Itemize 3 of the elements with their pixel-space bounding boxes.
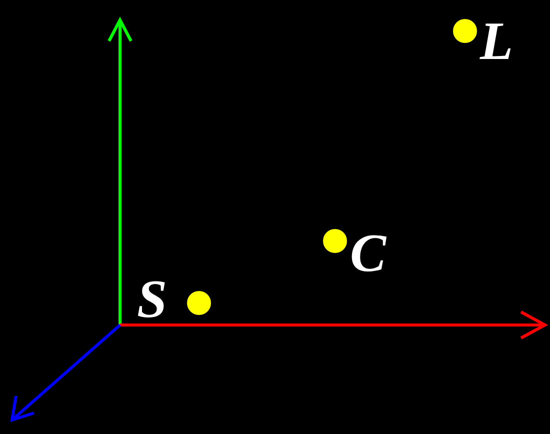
point-label: C: [350, 226, 386, 280]
point-label: L: [480, 14, 513, 68]
point-label: S: [137, 272, 168, 326]
